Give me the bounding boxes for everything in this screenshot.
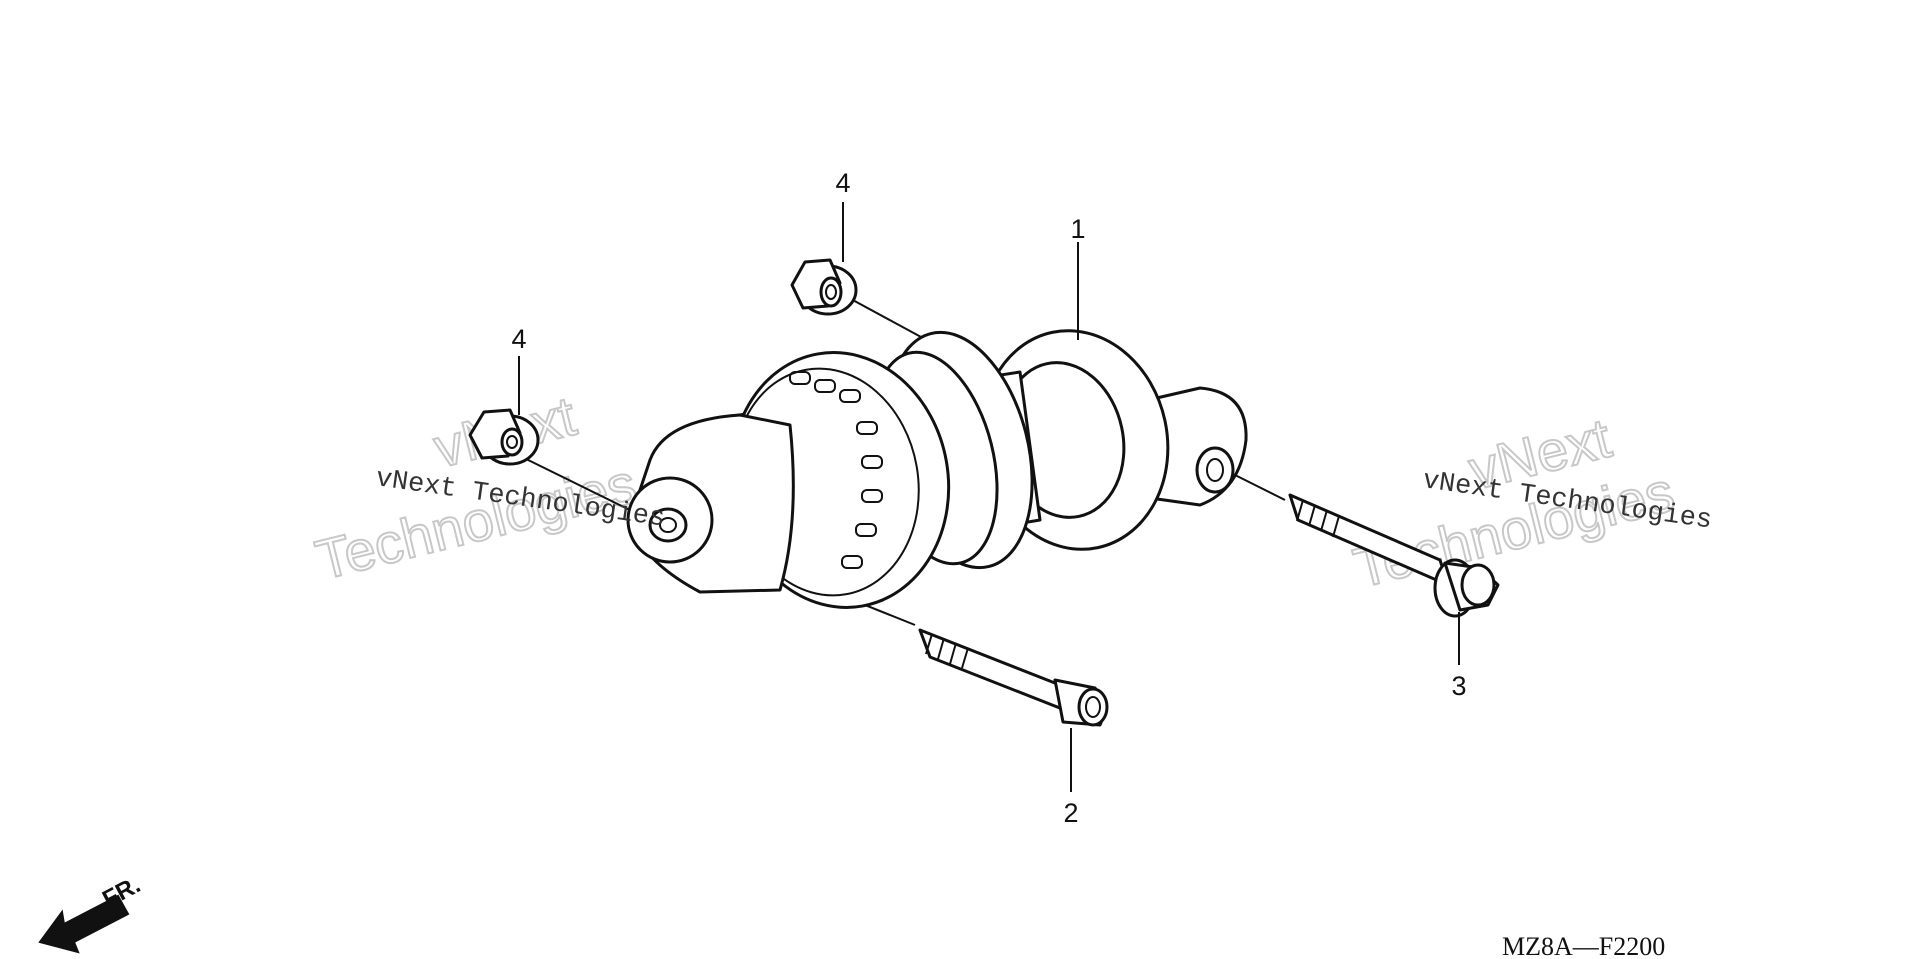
- shock-absorber: [626, 329, 1248, 609]
- front-direction-indicator: FR.: [38, 871, 145, 954]
- leader-lines: [518, 202, 1460, 792]
- callout-2: 2: [1063, 798, 1078, 828]
- flange-nut-left: [468, 408, 540, 466]
- flange-nut-top: [790, 258, 858, 316]
- callout-4-left: 4: [511, 324, 526, 354]
- collar-slots: [789, 371, 883, 569]
- flange-bolt: [1288, 493, 1500, 618]
- front-arrow-icon: [38, 894, 130, 954]
- shock-lower-bushing: [1195, 446, 1235, 494]
- callout-4-top: 4: [835, 168, 850, 198]
- callout-1: 1: [1070, 214, 1085, 244]
- figure-code: MZ8A—F2200: [1502, 932, 1665, 959]
- callout-labels: 1 2 3 4 4: [511, 168, 1466, 828]
- shock-upper-bushing: [648, 507, 688, 543]
- alignment-line-left-nut: [519, 455, 641, 516]
- alignment-line-bolt-3: [1234, 474, 1286, 501]
- socket-bolt: [918, 628, 1109, 727]
- callout-3: 3: [1451, 671, 1466, 701]
